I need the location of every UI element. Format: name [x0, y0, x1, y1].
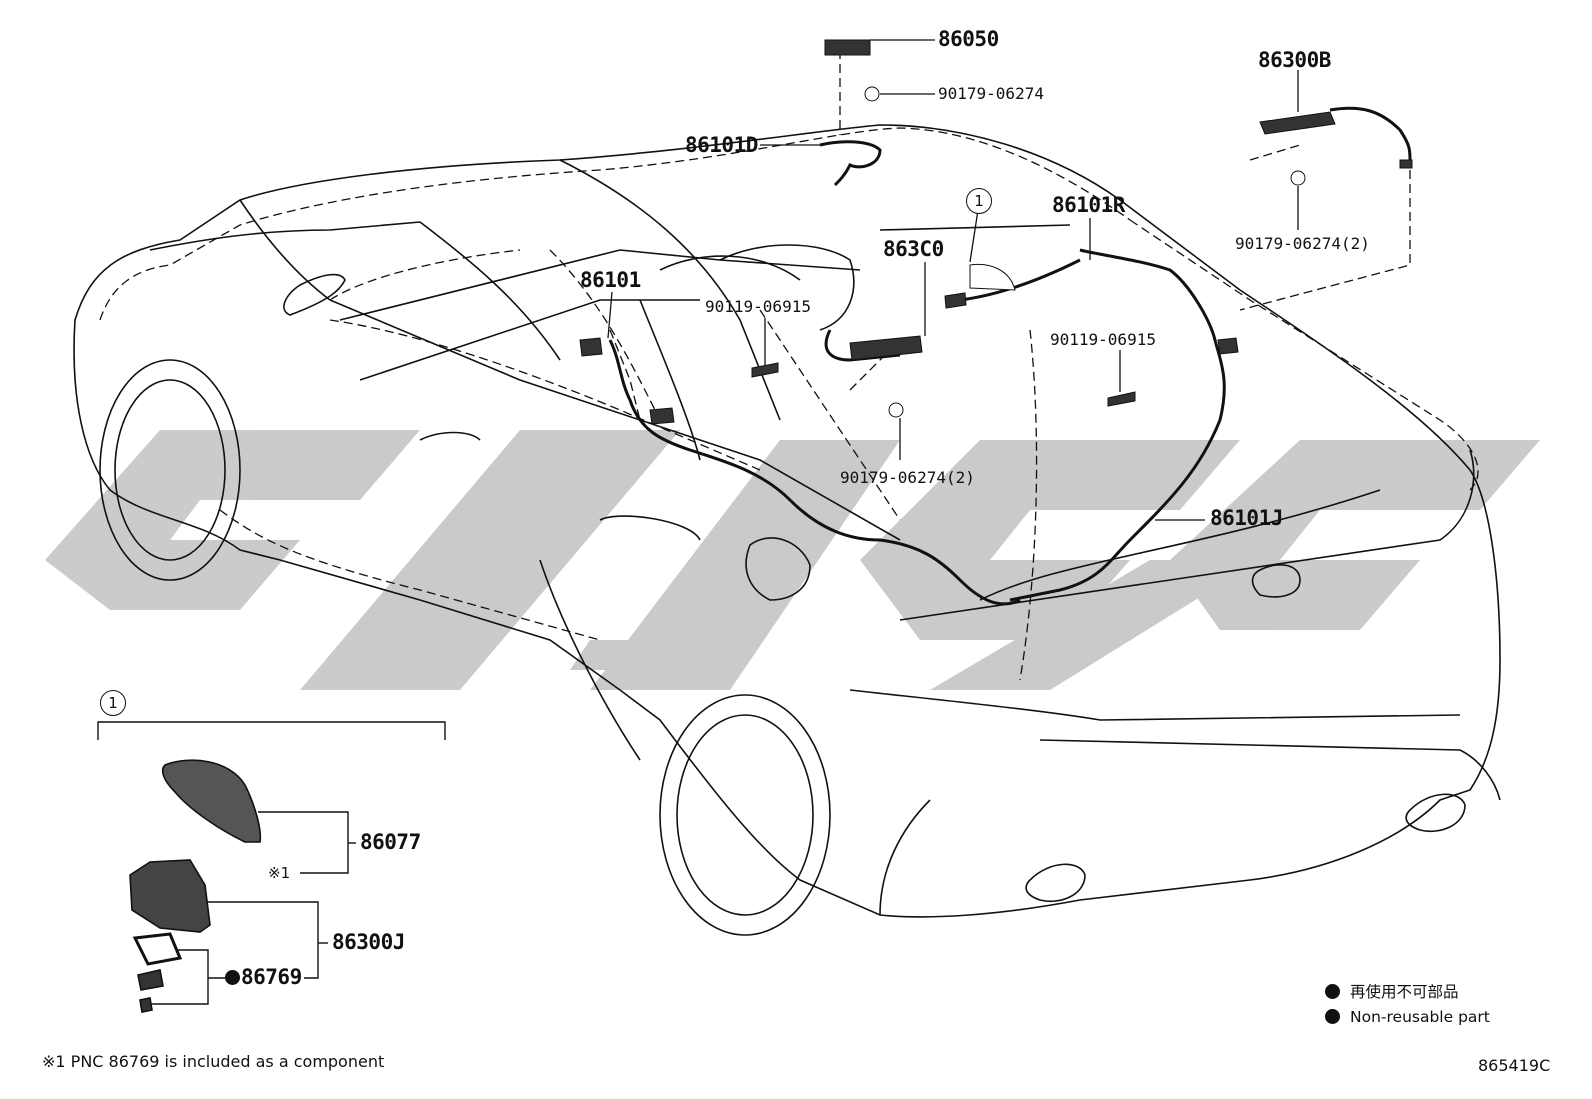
- hidden-lines: [99, 50, 1479, 681]
- clip-icon: [864, 86, 880, 102]
- footnote: ※1 PNC 86769 is included as a component: [42, 1052, 385, 1071]
- connector-icon: [1399, 159, 1413, 169]
- inset-bracket: [97, 721, 446, 1005]
- legend-english: Non-reusable part: [1325, 1008, 1490, 1026]
- label-86101D[interactable]: 86101D: [685, 133, 758, 157]
- label-90119-06915-b[interactable]: 90119-06915: [1050, 330, 1156, 349]
- label-86101J[interactable]: 86101J: [1210, 506, 1283, 530]
- label-90179-06274-2-b[interactable]: 90179-06274(2): [840, 468, 975, 487]
- legend-japanese-text: 再使用不可部品: [1350, 983, 1459, 1001]
- part-glyphs: [579, 39, 1413, 425]
- antenna-amplifier-rear-icon: [1259, 111, 1336, 135]
- label-86300B[interactable]: 86300B: [1258, 48, 1331, 72]
- 863c0-module-icon: [849, 335, 923, 361]
- label-90179-06274-a[interactable]: 90179-06274: [938, 84, 1044, 103]
- clip-icon: [1290, 170, 1306, 186]
- diagram-id: 865419C: [1478, 1056, 1551, 1075]
- callout-1-inset: 1: [100, 690, 126, 716]
- connector-icon: [944, 292, 967, 309]
- legend-english-text: Non-reusable part: [1350, 1008, 1490, 1026]
- label-863C0[interactable]: 863C0: [883, 237, 944, 261]
- car-outline: [73, 124, 1501, 936]
- connector-icon: [649, 407, 675, 425]
- bolt-icon: [751, 362, 779, 378]
- callout-1-main[interactable]: 1: [966, 188, 992, 214]
- connector-icon: [1217, 337, 1239, 355]
- label-86769-text: 86769: [241, 965, 302, 989]
- connector-icon: [579, 337, 603, 357]
- label-86101[interactable]: 86101: [580, 268, 641, 292]
- shark-fin-antenna-on-roof-icon: [969, 263, 1016, 291]
- nut-icon: [137, 969, 164, 991]
- non-reusable-dot-icon: [1325, 984, 1340, 999]
- label-90119-06915-a[interactable]: 90119-06915: [705, 297, 811, 316]
- label-86050[interactable]: 86050: [938, 27, 999, 51]
- label-86101R[interactable]: 86101R: [1052, 193, 1125, 217]
- clip-icon: [888, 402, 904, 418]
- gasket-icon: [132, 932, 183, 966]
- shark-fin-antenna-icon: [161, 759, 262, 843]
- inset-note-marker: ※1: [268, 864, 291, 882]
- legend-japanese: 再使用不可部品: [1325, 980, 1459, 1002]
- bolt-icon: [1107, 391, 1136, 407]
- bolt-icon: [139, 997, 153, 1013]
- label-86077[interactable]: 86077: [360, 830, 421, 854]
- non-reusable-dot-icon: [1325, 1009, 1340, 1024]
- inset-shark-fin: [129, 759, 262, 1013]
- watermark-logo: [45, 430, 1540, 690]
- antenna-cables: [608, 106, 1412, 606]
- roof-antenna-amplifier-icon: [824, 39, 871, 56]
- leader-lines: [607, 39, 1299, 521]
- label-86300J[interactable]: 86300J: [332, 930, 405, 954]
- antenna-base-icon: [129, 859, 211, 933]
- non-reusable-dot-icon: [225, 970, 240, 985]
- label-86769[interactable]: 86769: [225, 965, 302, 989]
- label-90179-06274-2-a[interactable]: 90179-06274(2): [1235, 234, 1370, 253]
